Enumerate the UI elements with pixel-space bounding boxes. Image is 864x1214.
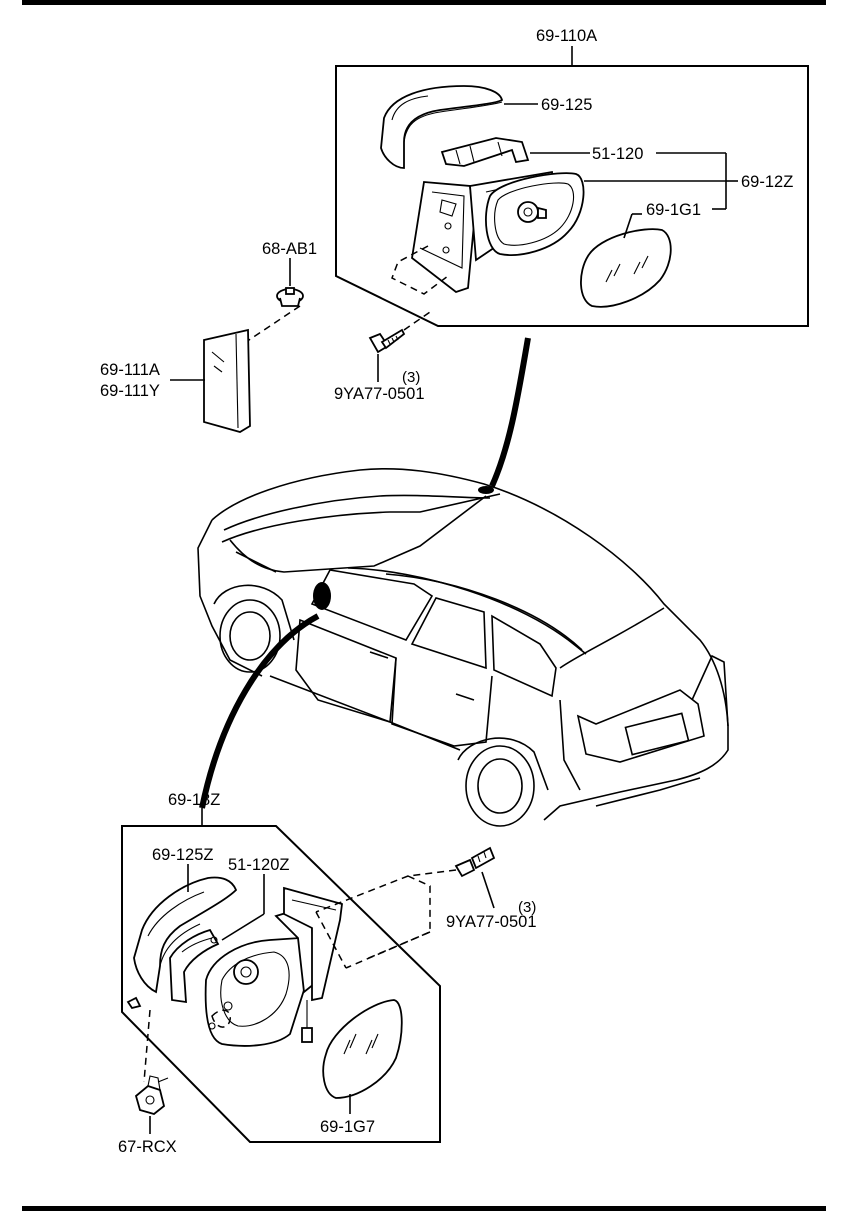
top-border [22,0,826,5]
label-69-1G1[interactable]: 69-1G1 [646,201,701,219]
label-69-111A[interactable]: 69-111A [100,361,160,379]
label-67-RCX[interactable]: 67-RCX [118,1138,177,1156]
label-69-125Z[interactable]: 69-125Z [152,846,213,864]
label-bolt-qty-upper[interactable]: (3) [402,369,420,386]
label-51-120Z[interactable]: 51-120Z [228,856,289,874]
clip-68-AB1[interactable] [276,287,304,307]
label-69-111Y[interactable]: 69-111Y [100,382,160,400]
mirror-cover-lower[interactable] [133,876,238,994]
bolt-lower[interactable] [454,846,496,878]
mirror-glass-lower[interactable] [322,999,403,1099]
vehicle-illustration [197,468,729,827]
mirror-housing-upper[interactable] [411,170,585,294]
leader-arc-upper [489,337,531,488]
mirror-cover-upper[interactable] [380,85,504,169]
label-68-AB1[interactable]: 68-AB1 [262,240,317,258]
bottom-border [22,1206,826,1211]
label-9YA77-0501-upper[interactable]: 9YA77-0501 [334,385,425,403]
connector-clip[interactable] [126,996,142,1010]
mirror-bracket-lower[interactable] [169,928,220,1004]
label-51-120[interactable]: 51-120 [592,145,643,163]
label-9YA77-0501-lower[interactable]: 9YA77-0501 [446,913,537,931]
label-bolt-qty-lower[interactable]: (3) [518,899,536,916]
label-69-18Z[interactable]: 69-18Z [168,791,220,809]
mirror-bracket-upper[interactable] [440,137,530,167]
leader-arc-lower [199,613,320,809]
mirror-glass-upper[interactable] [580,228,672,308]
lower-assembly-box [121,825,441,1143]
garnish-69-111[interactable] [203,328,251,433]
mirror-housing-lower[interactable] [204,886,343,1047]
connector-67-RCX[interactable] [134,1075,169,1115]
mirror-location-marker [313,582,331,610]
label-69-1G7[interactable]: 69-1G7 [320,1118,375,1136]
upper-assembly-box [335,65,809,327]
label-69-12Z[interactable]: 69-12Z [741,173,793,191]
upper-assembly-group: 69-110A 69-125 51-120 69-12Z [335,27,809,327]
roof-marker [478,486,494,494]
lower-assembly-group: 69-18Z 69-125Z 51-120Z [118,791,537,1156]
bolt-upper[interactable] [368,328,406,354]
label-69-125[interactable]: 69-125 [541,96,592,114]
label-69-110A[interactable]: 69-110A [536,27,597,45]
